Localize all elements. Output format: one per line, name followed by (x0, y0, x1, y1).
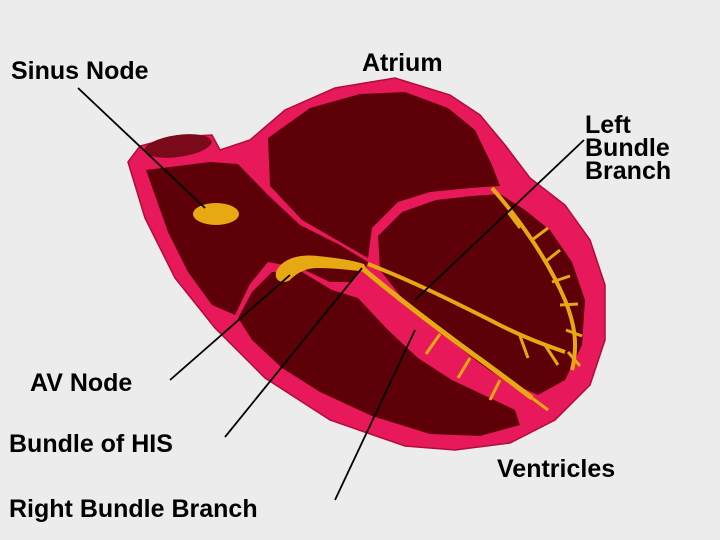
vessel-opening (144, 134, 212, 158)
label-left-bundle-line-3: Branch (585, 157, 672, 185)
label-atrium: Atrium (362, 49, 443, 77)
label-left-bundle-line-1: Left (585, 111, 631, 139)
label-left-bundle-branch: Left Bundle Branch (585, 111, 672, 185)
leader-bundle-his (224, 267, 363, 438)
leader-left-bundle (414, 139, 585, 301)
purkinje-fibers (424, 211, 583, 412)
label-right-bundle-branch: Right Bundle Branch (9, 495, 258, 523)
conduction-path-left (367, 262, 566, 354)
leader-sinus-node (77, 87, 206, 209)
right-atrium-chamber (146, 162, 368, 315)
ventricular-septum (352, 268, 540, 410)
av-node-shape (275, 255, 368, 282)
conduction-path-right (360, 266, 534, 400)
leader-right-bundle (334, 329, 416, 501)
label-sinus-node: Sinus Node (11, 57, 149, 85)
leader-av-node (169, 274, 291, 381)
label-ventricles: Ventricles (497, 455, 616, 483)
label-av-node: AV Node (30, 369, 133, 397)
sinus-node-shape (193, 203, 239, 225)
left-atrium-chamber (268, 92, 500, 258)
leader-lines (77, 87, 585, 501)
label-left-bundle-line-2: Bundle (585, 134, 670, 162)
label-bundle-of-his: Bundle of HIS (9, 430, 173, 458)
right-ventricle-chamber (238, 272, 520, 436)
conduction-path-left-upper (490, 186, 578, 371)
